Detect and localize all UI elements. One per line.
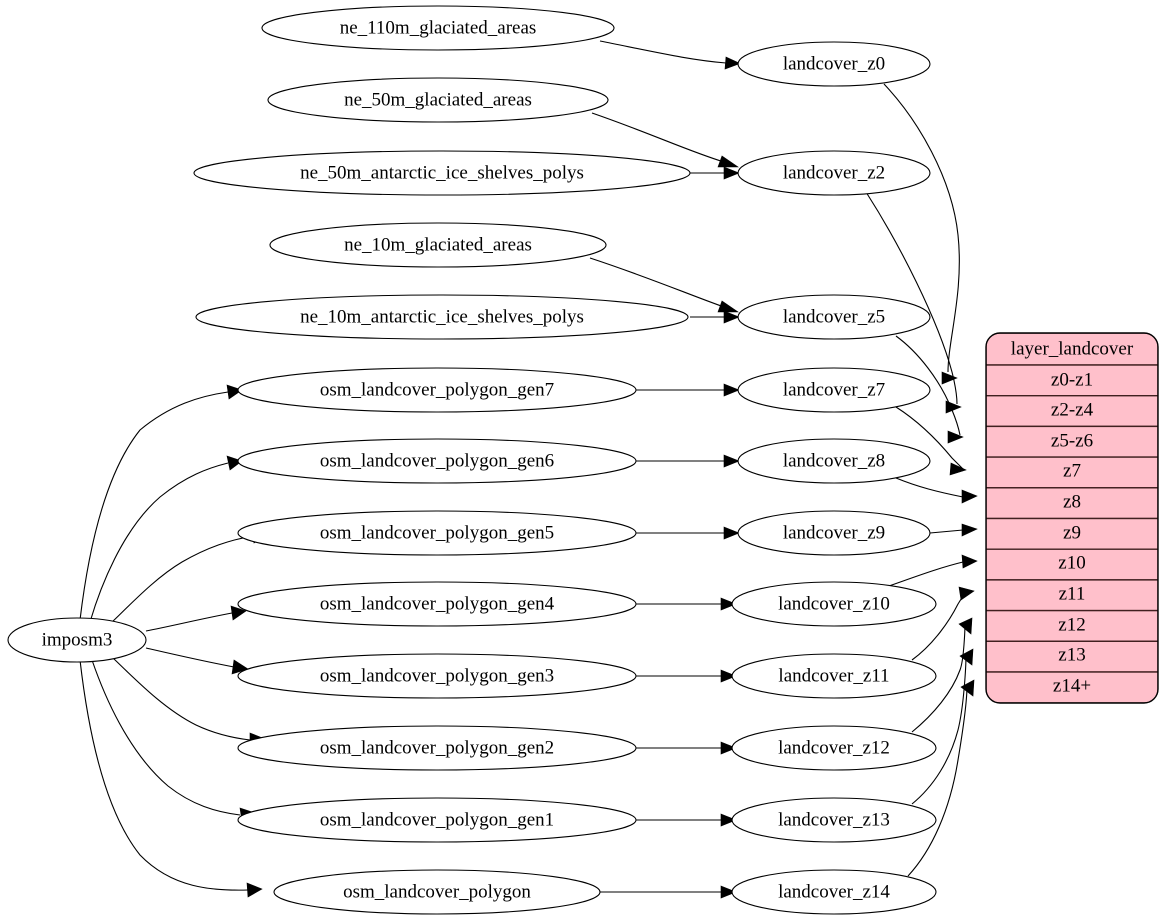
node-osm_landcover_polygon_gen1[interactable]: osm_landcover_polygon_gen1 [237, 797, 637, 843]
edge-z10-to-row-z10 [885, 554, 978, 588]
edge-ne10mant-to-z5 [690, 310, 740, 324]
table-row-cell[interactable] [986, 671, 1158, 703]
table-row-cell[interactable] [986, 487, 1158, 520]
table-row-cell[interactable] [986, 364, 1158, 397]
edge-z9-to-row-z9 [929, 523, 978, 537]
node-ne_50m_antarctic_ice_shelves_polys[interactable]: ne_50m_antarctic_ice_shelves_polys [193, 150, 691, 196]
table-header-cell [986, 333, 1158, 366]
node-landcover_z12[interactable]: landcover_z12 [731, 725, 937, 771]
table-row-cell[interactable] [986, 456, 1158, 489]
edge-z11-to-row-z11 [911, 586, 975, 661]
node-imposm3[interactable]: imposm3 [7, 617, 147, 663]
node-landcover_z9[interactable]: landcover_z9 [737, 510, 931, 556]
node-osm_landcover_polygon_gen6[interactable]: osm_landcover_polygon_gen6 [237, 438, 637, 484]
node-landcover_z13[interactable]: landcover_z13 [731, 797, 937, 843]
node-landcover_z2[interactable]: landcover_z2 [737, 150, 931, 196]
node-landcover_z0[interactable]: landcover_z0 [737, 41, 931, 87]
node-ne_10m_glaciated_areas[interactable]: ne_10m_glaciated_areas [269, 222, 607, 268]
node-landcover_z8[interactable]: landcover_z8 [737, 438, 931, 484]
edge-gen1-to-z13 [636, 813, 737, 827]
node-landcover_z7[interactable]: landcover_z7 [737, 367, 931, 413]
edge-z5-to-row-z5z6 [895, 335, 964, 444]
table-row-cell[interactable] [986, 609, 1158, 642]
edge-ne110m-to-z0 [599, 40, 741, 70]
edge-z8-to-row-z8 [895, 477, 978, 504]
node-ne_10m_antarctic_ice_shelves_polys[interactable]: ne_10m_antarctic_ice_shelves_polys [195, 294, 689, 340]
node-osm_landcover_polygon_gen5[interactable]: osm_landcover_polygon_gen5 [237, 510, 637, 556]
node-ne_110m_glaciated_areas[interactable]: ne_110m_glaciated_areas [261, 5, 615, 51]
node-osm_landcover_polygon_gen4[interactable]: osm_landcover_polygon_gen4 [237, 581, 637, 627]
edge-imposm3-to-gen7 [79, 384, 243, 621]
edge-z0-to-row-z0z1 [883, 83, 960, 385]
edge-gen2-to-z12 [636, 741, 737, 755]
node-landcover_z5[interactable]: landcover_z5 [737, 294, 931, 340]
node-osm_landcover_polygon[interactable]: osm_landcover_polygon [273, 869, 601, 915]
edge-imposm3-to-gen4 [145, 605, 247, 632]
table-row-cell[interactable] [986, 640, 1158, 673]
node-ne_50m_glaciated_areas[interactable]: ne_50m_glaciated_areas [267, 77, 609, 123]
table-row-cell[interactable] [986, 395, 1158, 428]
edge-polygon-to-z14 [600, 885, 737, 899]
edge-z14-to-row-z14plus [907, 679, 975, 877]
table-row-cell[interactable] [986, 548, 1158, 581]
edge-z13-to-row-z13 [911, 648, 974, 805]
node-osm_landcover_polygon_gen2[interactable]: osm_landcover_polygon_gen2 [237, 725, 637, 771]
edge-ne50mant-to-z2 [690, 166, 740, 180]
edge-imposm3-to-gen1 [91, 659, 256, 823]
edge-gen4-to-z10 [636, 597, 737, 611]
node-landcover_z11[interactable]: landcover_z11 [731, 653, 937, 699]
node-landcover_z14[interactable]: landcover_z14 [731, 869, 937, 915]
table-row-cell[interactable] [986, 425, 1158, 458]
node-landcover_z10[interactable]: landcover_z10 [731, 581, 937, 627]
edge-gen6-to-z8 [636, 454, 740, 468]
edge-ne10mglac-to-z5 [589, 257, 739, 313]
edge-imposm3-to-gen3 [145, 647, 249, 675]
edge-gen3-to-z11 [636, 669, 737, 683]
edge-ne50mglac-to-z2 [591, 112, 739, 168]
edge-z7-to-row-z7 [895, 406, 967, 476]
edge-imposm3-to-gen6 [89, 455, 243, 623]
node-osm_landcover_polygon_gen7[interactable]: osm_landcover_polygon_gen7 [237, 367, 637, 413]
edge-z12-to-row-z12 [911, 617, 973, 733]
edge-gen7-to-z7 [636, 383, 740, 397]
table-row-cell[interactable] [986, 517, 1158, 550]
node-osm_landcover_polygon_gen3[interactable]: osm_landcover_polygon_gen3 [237, 653, 637, 699]
table-outline [985, 332, 1159, 704]
edge-gen5-to-z9 [636, 526, 740, 540]
table-row-cell[interactable] [986, 579, 1158, 612]
edge-imposm3-to-polygon [79, 659, 263, 898]
layer-landcover-table[interactable]: layer_landcover z0-z1 z2-z4 z5-z6 z7 z8 … [985, 332, 1159, 704]
